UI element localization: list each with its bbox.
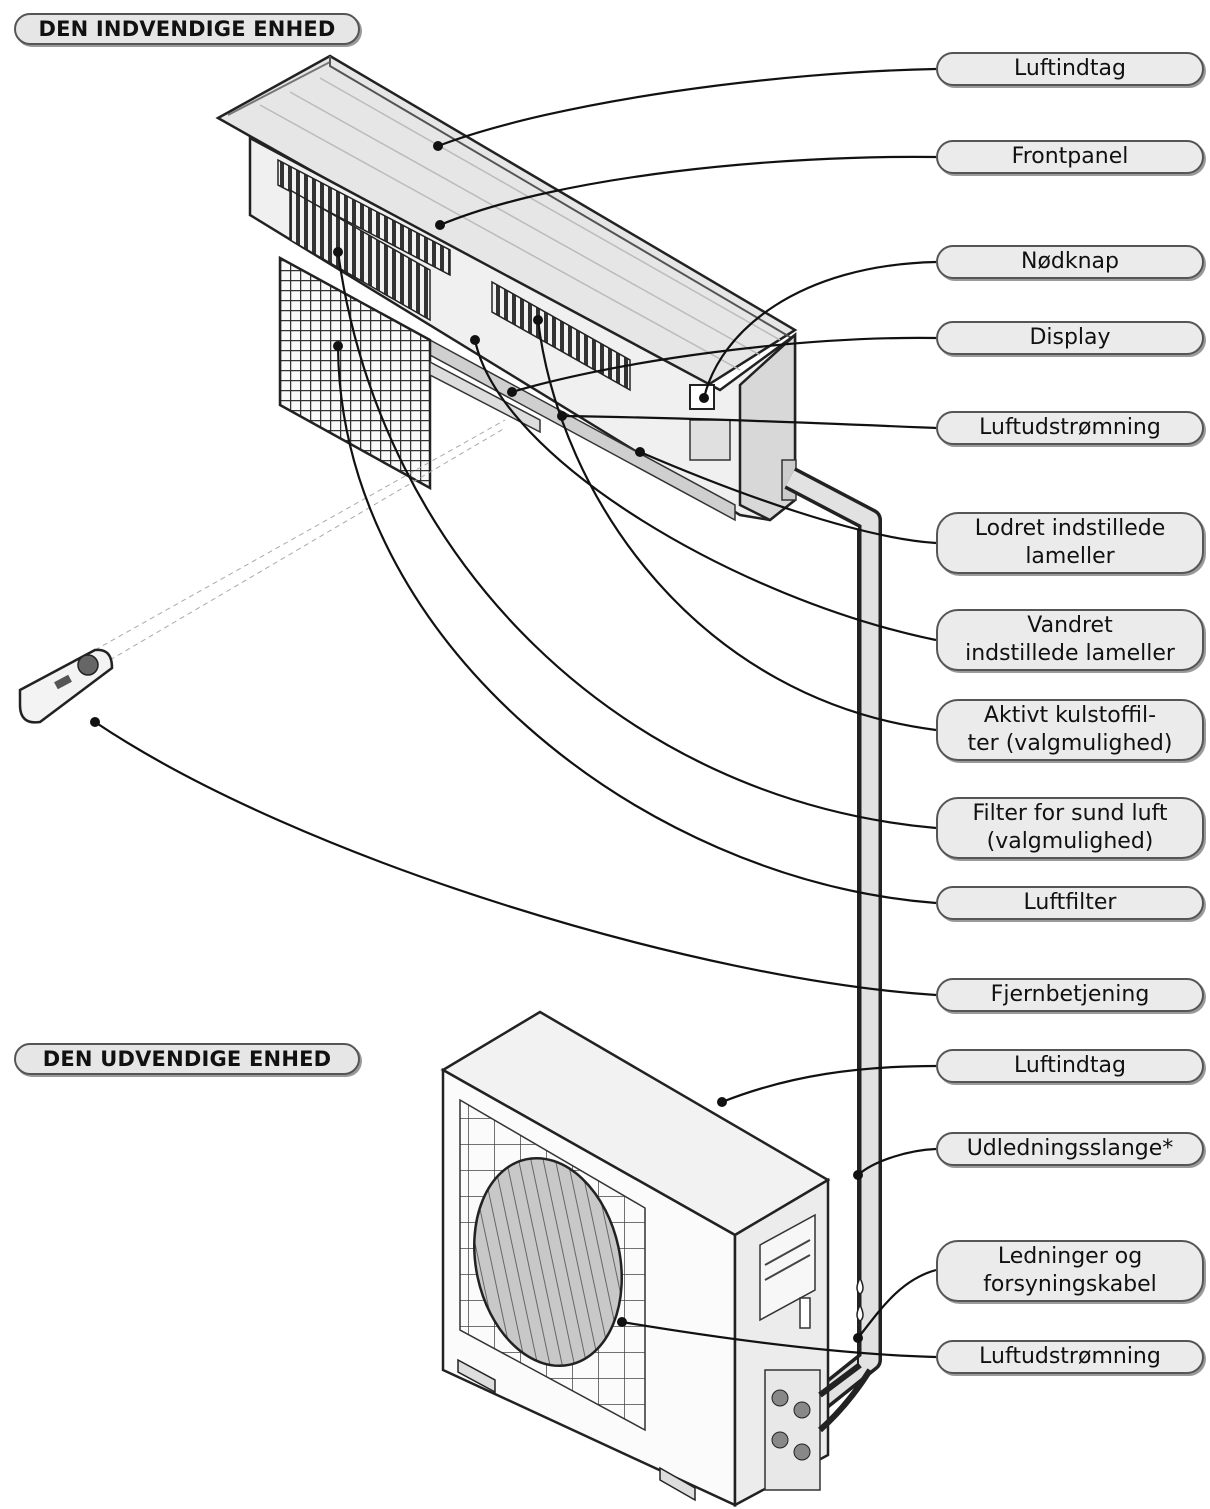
- indoor-unit: [215, 54, 798, 522]
- air-filter-panel: [278, 255, 432, 491]
- callout-luftindtag-indoor: Luftindtag: [936, 52, 1204, 86]
- callout-display: Display: [936, 321, 1204, 355]
- callout-ledninger: Ledninger og forsyningskabel: [936, 1240, 1204, 1302]
- leader-lines: [94, 67, 937, 1359]
- callout-nodknap: Nødknap: [936, 245, 1204, 279]
- callout-filter-sund-luft: Filter for sund luft (valgmulighed): [936, 797, 1204, 859]
- callout-lodret-lameller: Lodret indstillede lameller: [936, 512, 1204, 574]
- section-header-indoor: DEN INDVENDIGE ENHED: [14, 13, 360, 45]
- leader-dots: [90, 141, 863, 1343]
- callout-luftfilter: Luftfilter: [936, 886, 1204, 920]
- callout-vandret-lameller: Vandret indstillede lameller: [936, 609, 1204, 671]
- callout-frontpanel: Frontpanel: [936, 140, 1204, 174]
- callout-kulstoffilter: Aktivt kulstoffil- ter (valgmulighed): [936, 699, 1204, 761]
- callout-udledningsslange: Udledningsslange*: [936, 1132, 1204, 1166]
- remote-control: [18, 648, 114, 724]
- section-header-outdoor: DEN UDVENDIGE ENHED: [14, 1043, 360, 1075]
- outdoor-unit: [440, 1010, 873, 1508]
- callout-fjernbetjening: Fjernbetjening: [936, 978, 1204, 1012]
- callout-luftudstromning-outdoor: Luftudstrømning: [936, 1340, 1204, 1374]
- callout-luftudstromning-indoor: Luftudstrømning: [936, 411, 1204, 445]
- callout-luftindtag-outdoor: Luftindtag: [936, 1049, 1204, 1083]
